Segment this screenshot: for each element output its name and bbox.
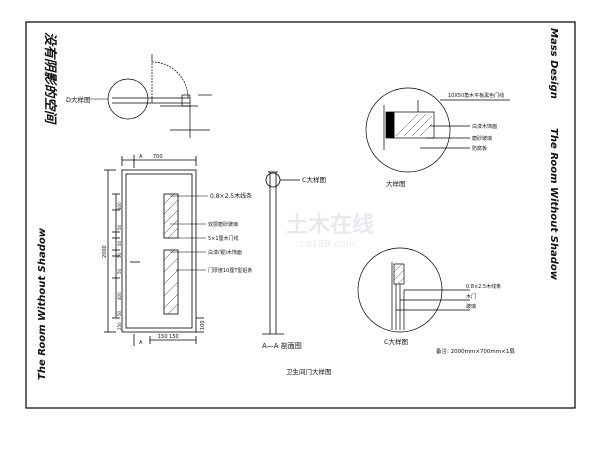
dim-top: 700: [153, 154, 163, 160]
callout-door-line: 5×1厘木门线: [208, 235, 239, 242]
side-title-en-right-main: The Room Without Shadow: [548, 128, 559, 281]
vertical-dim-values: 400 50 50 50 50 400 50 250: [117, 202, 122, 330]
dim-value: 250: [117, 322, 122, 330]
marker-a-top: A: [139, 154, 143, 160]
dim-value: 400: [117, 202, 122, 210]
dim-value: 50: [117, 224, 122, 230]
callout-wood-strip: 0.8×2.5木线条: [210, 192, 252, 200]
callout-aluminium: 门厚度10厘T型铝条: [208, 267, 252, 274]
big-detail-callout-1: 白漆木饰面: [472, 123, 497, 130]
dim-value: 50: [117, 310, 122, 316]
callout-leaders: [170, 195, 208, 271]
big-detail-top-callout: 10X50角木平板黑色门线: [448, 92, 504, 99]
big-detail-label: 大样图: [386, 179, 406, 188]
c-detail-hatch: [393, 263, 405, 285]
big-detail-hatch: [395, 113, 433, 137]
sheet-border: [25, 21, 576, 409]
dim-right-small: 100: [200, 320, 206, 330]
section-title: A—A 剖面图: [262, 341, 302, 350]
dim-value: 50: [117, 268, 122, 274]
section-aa: [262, 171, 300, 335]
dim-value: 50: [117, 252, 122, 258]
watermark-text: 土木在线: [286, 212, 374, 238]
dim-value: 50: [117, 240, 122, 246]
callout-veneer: 白漆(银)木饰面: [208, 249, 242, 256]
dim-height: 2000: [102, 245, 108, 258]
drawing-title: 卫生间门大样图: [286, 367, 332, 376]
side-title-en-right-top: Mass Design: [548, 28, 559, 99]
c-callout-1: 0.8×2.5木线条: [466, 283, 501, 290]
big-detail-callout-2: 磨砂玻璃: [472, 135, 492, 142]
c-detail: [357, 247, 470, 333]
dim-value: 400: [117, 292, 122, 300]
callout-double-glass: 双层磨砂玻璃: [208, 221, 238, 228]
c-callout-2: 木门: [466, 293, 476, 300]
c-callout-3: 玻璃: [466, 303, 476, 310]
plan-detail: [107, 54, 212, 138]
watermark: 土木在线 co188.com: [286, 212, 374, 250]
watermark-sub: co188.com: [300, 239, 355, 250]
d-detail-label: D大样图: [66, 95, 91, 104]
big-detail: [365, 87, 510, 173]
big-detail-callout-3: 防腐板: [472, 145, 487, 152]
door-elevation: [104, 155, 204, 346]
side-title-en-left: The Room Without Shadow: [37, 227, 48, 380]
c-detail-ref-label: C大样图: [302, 175, 326, 184]
side-title-cn: 没有阴影的空间: [42, 32, 58, 125]
dim-bottom-width: 150 150: [158, 334, 179, 340]
spec-note: 备注: 2000mm×700mm×1扇: [436, 347, 515, 355]
marker-a-bottom: A: [139, 340, 143, 346]
c-detail-title: C大样图: [384, 337, 408, 346]
glass-hatch: [163, 193, 179, 315]
